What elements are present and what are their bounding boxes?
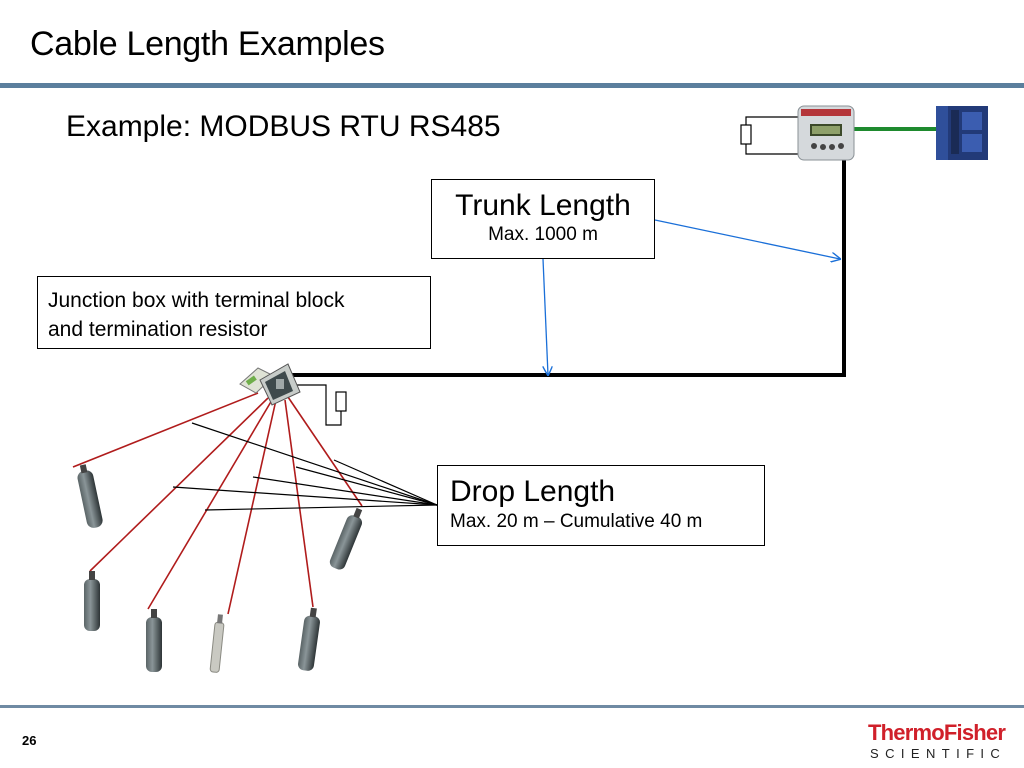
drop-cables	[72, 392, 363, 615]
termination-resistor-icon	[292, 384, 347, 426]
footer-divider	[0, 705, 1024, 708]
controller-device-icon	[797, 105, 855, 161]
sensor-probe-icon	[329, 507, 363, 570]
junction-box-line1: Junction box with terminal block	[48, 289, 345, 312]
sensor-probe-icon	[146, 609, 162, 672]
trunk-cable	[292, 152, 846, 377]
sensor-probe-icon	[298, 607, 320, 671]
drop-pointer-arrows	[172, 422, 437, 510]
plc-icon	[936, 106, 988, 160]
drop-length-detail: Max. 20 m – Cumulative 40 m	[450, 511, 703, 532]
junction-box-line2: and termination resistor	[48, 318, 268, 341]
trunk-pointer-arrow	[654, 219, 840, 259]
trunk-length-detail: Max. 1000 m	[488, 224, 598, 245]
sensor-probe-icon	[84, 571, 100, 631]
drop-length-callout: Drop Length Max. 20 m – Cumulative 40 m	[437, 465, 765, 546]
trunk-length-heading: Trunk Length	[455, 189, 631, 222]
termination-resistor-icon	[740, 116, 804, 155]
junction-box-callout: Junction box with terminal block and ter…	[37, 276, 431, 349]
junction-box-icon	[239, 363, 301, 406]
logo-tagline: SCIENTIFIC	[870, 746, 1007, 761]
title-divider	[0, 83, 1024, 88]
thermofisher-logo: ThermoFisher SCIENTIFIC	[862, 720, 1012, 762]
trunk-length-callout: Trunk Length Max. 1000 m	[431, 179, 655, 259]
page-number: 26	[22, 733, 37, 748]
sensor-probe-icon	[209, 614, 225, 673]
page-title: Cable Length Examples	[30, 25, 385, 63]
trunk-pointer-arrow-down	[542, 258, 548, 375]
sensor-probe-icon	[77, 464, 103, 528]
logo-wordmark: ThermoFisher	[868, 720, 1006, 745]
drop-length-heading: Drop Length	[450, 475, 616, 508]
page-subtitle: Example: MODBUS RTU RS485	[66, 110, 501, 143]
